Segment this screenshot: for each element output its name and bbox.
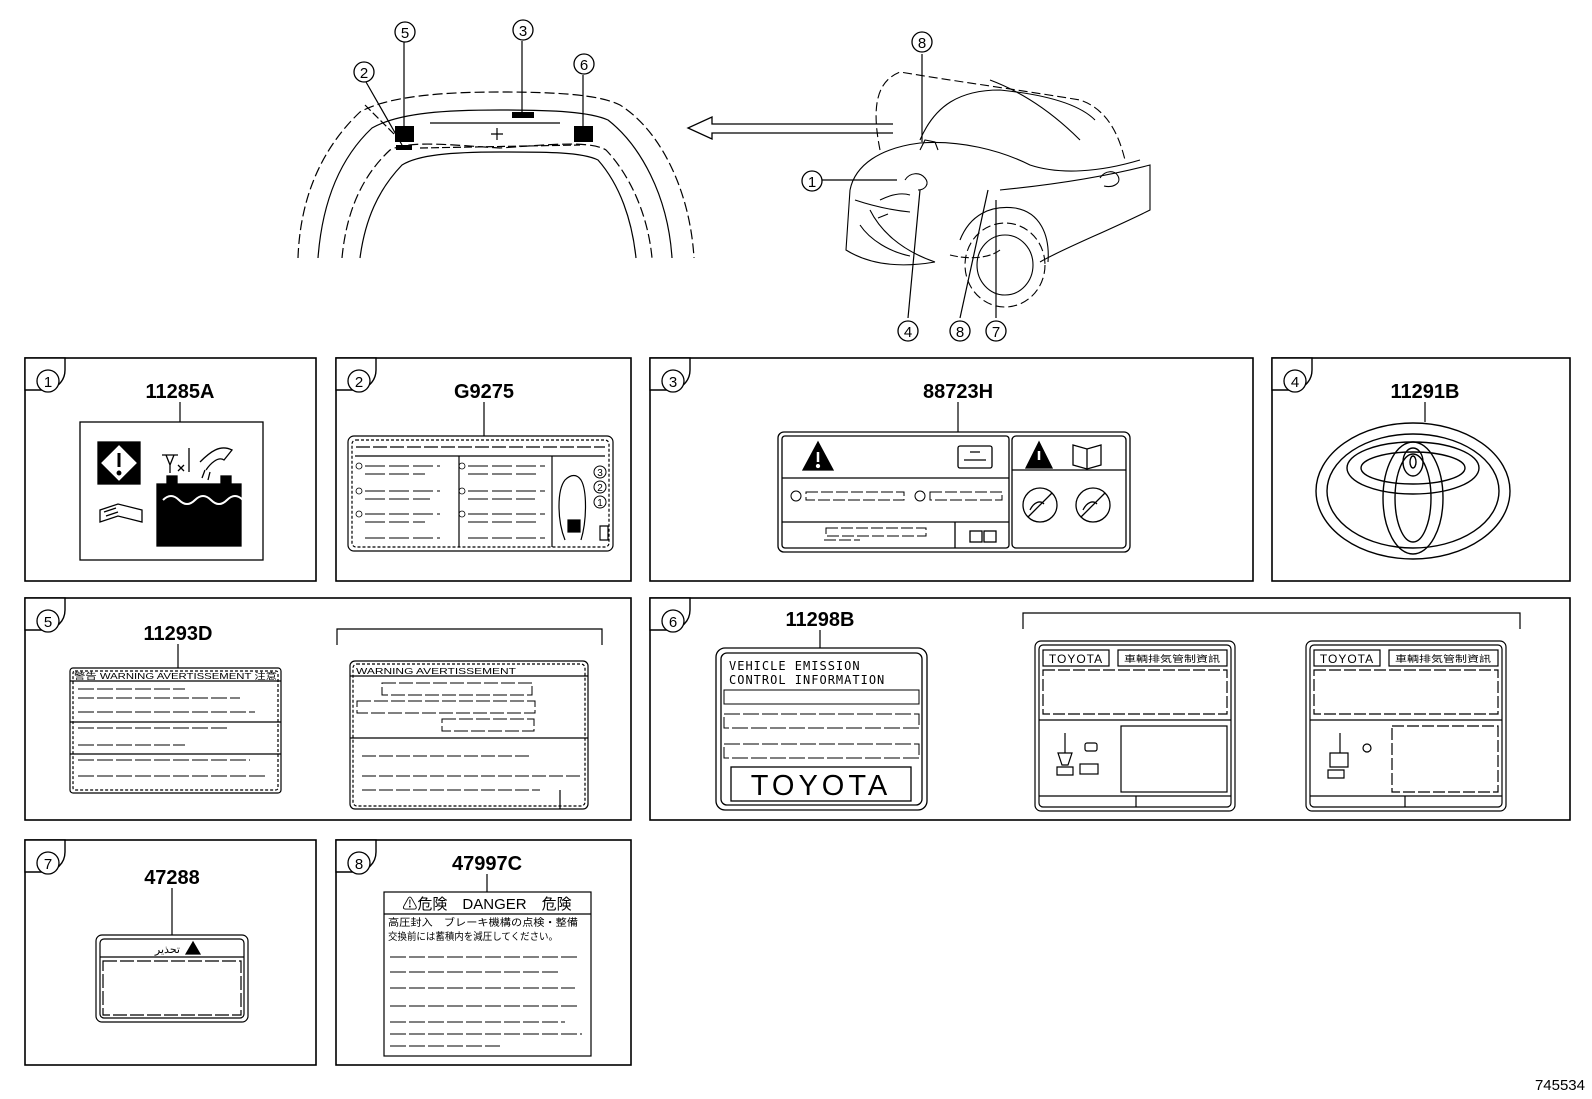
label6-variant-text: TOYOTA 車輌排気管制資訊 TOYOTA 車輌排気管制資訊 [1049, 652, 1491, 666]
svg-text:TOYOTA: TOYOTA [751, 770, 892, 802]
svg-text:5: 5 [401, 25, 409, 42]
toyota-emblem [1315, 422, 1511, 560]
vehicle-view [845, 71, 1151, 308]
label-47288 [95, 934, 249, 1023]
svg-text:88723H: 88723H [923, 381, 993, 403]
diagram-id: 745534 [1535, 1077, 1585, 1094]
callout-1: 1 [801, 170, 823, 192]
svg-text:車輌排気管制資訊: 車輌排気管制資訊 [1124, 653, 1220, 664]
panel-frames [24, 357, 1571, 1066]
panel-4-header: 4 11291B [1271, 357, 1460, 422]
svg-text:⚠危険 DANGER 危険: ⚠危険 DANGER 危険 [402, 896, 571, 913]
overview-callouts: 2 5 3 6 8 1 4 8 7 [353, 19, 1007, 342]
svg-text:1: 1 [808, 174, 816, 191]
label6-text: VEHICLE EMISSION CONTROL INFORMATION TOY… [729, 659, 892, 802]
hood-label-markers [365, 40, 593, 150]
callout-6: 6 [573, 53, 595, 75]
svg-text:1: 1 [597, 498, 603, 509]
label-11293D-variant [349, 660, 589, 810]
svg-text:5: 5 [44, 614, 52, 631]
svg-text:2: 2 [355, 374, 363, 391]
svg-text:11293D: 11293D [144, 623, 213, 645]
svg-text:VEHICLE EMISSION: VEHICLE EMISSION [729, 659, 861, 673]
svg-text:3: 3 [669, 374, 677, 391]
label-11293D [69, 667, 282, 794]
svg-text:6: 6 [669, 614, 677, 631]
label-11298B [715, 647, 928, 811]
svg-text:2: 2 [597, 483, 603, 494]
svg-text:高圧封入 ブレーキ機構の点検・整備: 高圧封入 ブレーキ機構の点検・整備 [388, 916, 578, 929]
svg-text:2: 2 [360, 65, 368, 82]
panel-7-header: 7 47288 [24, 839, 200, 935]
callout-3: 3 [512, 19, 534, 41]
svg-text:8: 8 [355, 856, 363, 873]
callout-5: 5 [394, 21, 416, 43]
svg-text:WARNING AVERTISSEMENT: WARNING AVERTISSEMENT [356, 666, 516, 676]
label-11285A [79, 421, 264, 561]
label-11298B-variant-a [1034, 640, 1236, 812]
svg-text:1: 1 [44, 374, 52, 391]
svg-text:11298B: 11298B [786, 609, 855, 631]
panel-1-header: 1 11285A [24, 357, 215, 422]
hood-interior-view [297, 91, 695, 259]
direction-arrow [686, 115, 893, 141]
callout-2: 2 [353, 61, 375, 83]
panel-6-header: 6 11298B [649, 597, 1521, 648]
svg-text:تحذير: تحذير [154, 944, 180, 956]
svg-text:警告 WARNING AVERTISSEMENT 注意: 警告 WARNING AVERTISSEMENT 注意 [74, 671, 277, 681]
svg-text:車輌排気管制資訊: 車輌排気管制資訊 [1395, 653, 1491, 664]
label5-warning-right: WARNING AVERTISSEMENT [356, 666, 516, 676]
label-G9275 [347, 435, 614, 552]
svg-text:4: 4 [1291, 374, 1299, 391]
svg-text:8: 8 [956, 324, 964, 341]
label-88723H [777, 431, 1131, 553]
panel-3-header: 3 88723H [649, 357, 993, 432]
callout-4: 4 [897, 320, 919, 342]
callout-8-bottom: 8 [949, 320, 971, 342]
vehicle-leaders [822, 54, 997, 319]
callout-8-top: 8 [911, 31, 933, 53]
svg-text:7: 7 [992, 324, 1000, 341]
svg-text:3: 3 [597, 468, 603, 479]
svg-text:TOYOTA: TOYOTA [1049, 652, 1103, 666]
callout-7: 7 [985, 320, 1007, 342]
svg-text:G9275: G9275 [454, 381, 514, 403]
svg-text:47288: 47288 [144, 867, 200, 889]
svg-text:CONTROL INFORMATION: CONTROL INFORMATION [729, 673, 885, 687]
label7-text: تحذير [154, 944, 180, 956]
svg-text:3: 3 [519, 23, 527, 40]
svg-text:11291B: 11291B [1391, 381, 1460, 403]
svg-text:11285A: 11285A [146, 381, 215, 403]
svg-text:47997C: 47997C [452, 853, 522, 875]
svg-text:8: 8 [918, 35, 926, 52]
svg-text:4: 4 [904, 324, 912, 341]
label2-circles: 3 2 1 [593, 465, 607, 509]
panel-headers: 1 11285A 2 G9275 3 88723H 4 11291B [24, 357, 1521, 935]
svg-text:6: 6 [580, 57, 588, 74]
panel-5-header: 5 11293D [24, 597, 603, 668]
label-11298B-variant-b [1305, 640, 1507, 812]
label5-warning-left: 警告 WARNING AVERTISSEMENT 注意 [74, 671, 277, 681]
svg-text:交換前には蓄積内を減圧してください。: 交換前には蓄積内を減圧してください。 [388, 930, 558, 943]
label8-text: ⚠危険 DANGER 危険 高圧封入 ブレーキ機構の点検・整備 交換前には蓄積内… [388, 896, 578, 943]
panel-8-header: 8 47997C [335, 839, 522, 892]
label-47997C [383, 891, 592, 1057]
svg-text:TOYOTA: TOYOTA [1320, 652, 1374, 666]
panel-2-header: 2 G9275 [335, 357, 514, 436]
svg-text:7: 7 [44, 856, 52, 873]
